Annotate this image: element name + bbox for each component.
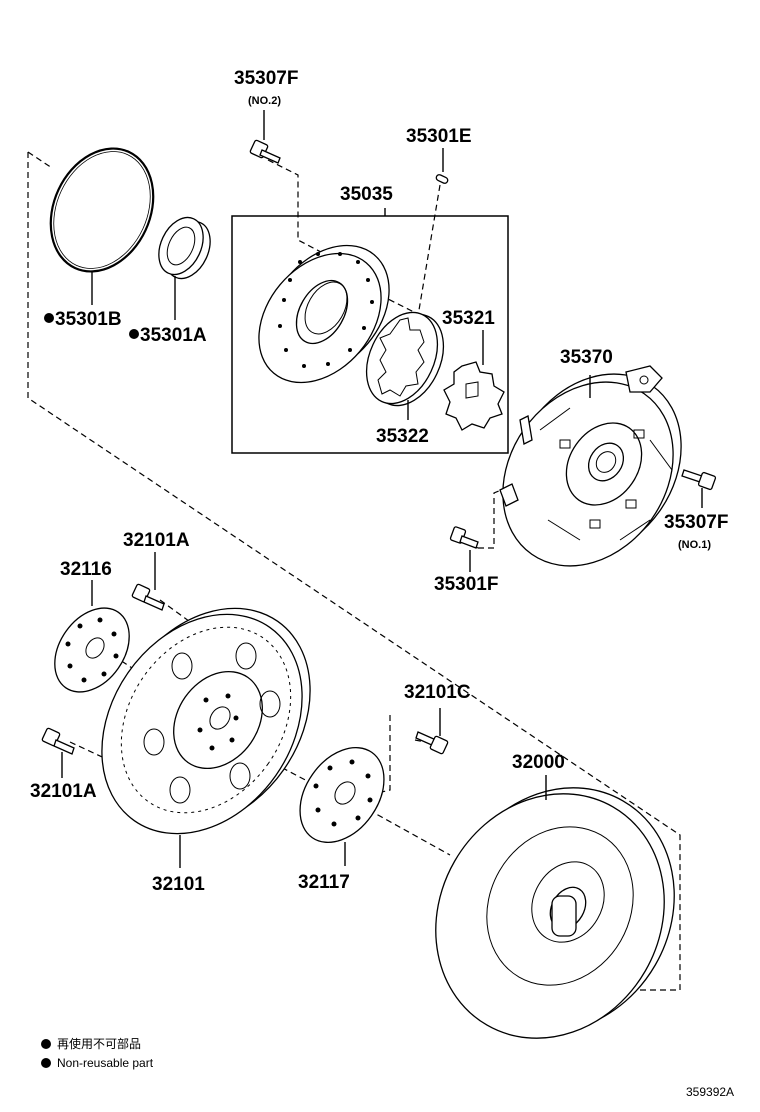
label-32101A-top: 32101A bbox=[123, 530, 190, 551]
legend-bullet-jp bbox=[41, 1039, 51, 1049]
bolt-32101C bbox=[415, 708, 449, 755]
label-35307F-no2-sub: (NO.2) bbox=[248, 95, 281, 107]
legend-en: Non-reusable part bbox=[57, 1056, 154, 1070]
bolt-35307F-no2 bbox=[249, 110, 281, 164]
label-32116: 32116 bbox=[60, 559, 112, 580]
bolt-35301F bbox=[449, 526, 479, 572]
drive-gear-35321 bbox=[443, 330, 505, 431]
label-35035: 35035 bbox=[340, 184, 393, 205]
oil-seal-35301A bbox=[158, 216, 211, 320]
label-32000: 32000 bbox=[512, 752, 565, 773]
bolt-35307F-no1 bbox=[681, 469, 717, 508]
bolt-32101A-bottom bbox=[41, 727, 75, 778]
label-35307F-no1: 35307F bbox=[664, 512, 728, 533]
drive-plate-32101 bbox=[101, 607, 311, 868]
label-32101A-bottom: 32101A bbox=[30, 781, 97, 802]
label-35301E: 35301E bbox=[406, 126, 472, 147]
label-35370: 35370 bbox=[560, 347, 613, 368]
label-35301B: 35301B bbox=[55, 309, 122, 330]
label-35301A: 35301A bbox=[140, 325, 207, 346]
legend: 再使用不可部品 Non-reusable part bbox=[41, 1036, 154, 1070]
o-ring-35301B bbox=[49, 147, 155, 305]
label-35307F-no1-sub: (NO.1) bbox=[678, 539, 711, 551]
non-reusable-mark-35301B bbox=[44, 313, 54, 323]
label-32101: 32101 bbox=[152, 874, 205, 895]
torque-converter-32000 bbox=[435, 775, 675, 1039]
driven-gear-35322 bbox=[365, 311, 445, 420]
label-35307F-no2: 35307F bbox=[234, 68, 298, 89]
label-35301F: 35301F bbox=[434, 574, 498, 595]
oil-pump-cover-35370 bbox=[499, 365, 682, 567]
non-reusable-mark-35301A bbox=[129, 329, 139, 339]
label-35322: 35322 bbox=[376, 426, 429, 447]
bolt-32101A-top bbox=[131, 552, 165, 611]
label-35321: 35321 bbox=[442, 308, 495, 329]
part-labels: 35307F (NO.2) 35301E 35035 35301B 35301A… bbox=[30, 68, 728, 895]
label-32101C: 32101C bbox=[404, 682, 471, 703]
group-box-35035 bbox=[231, 215, 509, 454]
label-32117: 32117 bbox=[298, 872, 350, 893]
spacer-32117 bbox=[299, 747, 385, 866]
legend-jp: 再使用不可部品 bbox=[57, 1036, 141, 1051]
legend-bullet-en bbox=[41, 1058, 51, 1068]
figure-code: 359392A bbox=[686, 1085, 734, 1099]
pin-35301E bbox=[435, 148, 449, 184]
spacer-plate-32116 bbox=[54, 580, 130, 693]
pump-body-plate bbox=[258, 244, 390, 384]
